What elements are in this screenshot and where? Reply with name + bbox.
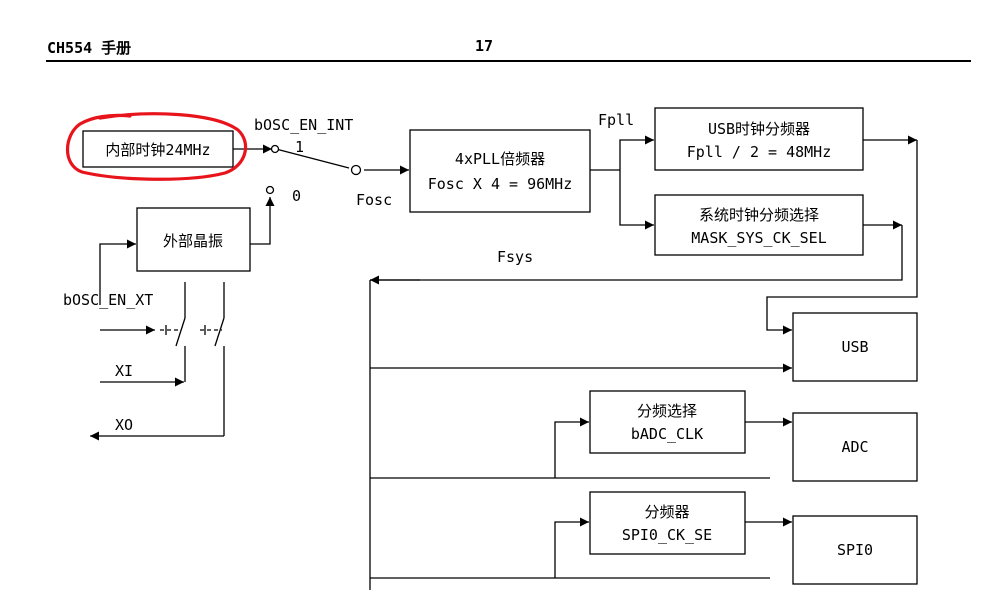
switch-node-0: [265, 185, 275, 195]
internal-clock-label: 内部时钟24MHz: [105, 141, 210, 159]
pll-label-2: Fosc X 4 = 96MHz: [428, 175, 573, 193]
fosc-label: Fosc: [356, 191, 392, 209]
adc-divider-label-2: bADC_CLK: [631, 425, 703, 443]
external-oscillator-label: 外部晶振: [163, 232, 223, 250]
usb-divider-label-2: Fpll / 2 = 48MHz: [687, 143, 832, 161]
spi-divider-label-1: 分频器: [644, 503, 689, 521]
header-title: CH554 手册: [47, 39, 132, 57]
fpll-label: Fpll: [598, 111, 634, 129]
usb-label: USB: [841, 338, 868, 356]
adc-label: ADC: [841, 438, 868, 456]
fsys-label: Fsys: [497, 248, 533, 266]
switch-position-1-label: 1: [295, 138, 304, 156]
xo-label: XO: [115, 416, 133, 434]
switch-node-common: [350, 164, 362, 176]
header-rule: [46, 60, 971, 62]
usb-divider-label-1: USB时钟分频器: [708, 120, 810, 138]
adc-block: [792, 412, 918, 482]
pll-label-1: 4xPLL倍频器: [455, 150, 545, 168]
highlight-circle: [66, 112, 248, 181]
external-oscillator-block: [136, 207, 251, 272]
pll-block: [409, 129, 591, 213]
spi-label: SPI0: [837, 541, 873, 559]
spi-divider-block: [589, 491, 746, 555]
spi-block: [792, 515, 918, 585]
system-divider-label-1: 系统时钟分频选择: [699, 206, 819, 224]
switch-position-0-label: 0: [292, 187, 301, 205]
spi-divider-label-2: SPI0_CK_SE: [622, 526, 712, 544]
bosc-en-xt-label: bOSC_EN_XT: [63, 291, 153, 309]
bosc-en-int-label: bOSC_EN_INT: [254, 116, 353, 134]
switch-node-1: [270, 144, 280, 154]
usb-divider-block: [654, 107, 864, 171]
adc-divider-label-1: 分频选择: [637, 402, 697, 420]
adc-divider-block: [589, 390, 746, 454]
header-page-number: 17: [475, 37, 494, 55]
usb-block: [792, 312, 918, 382]
xi-label: XI: [115, 362, 133, 380]
system-divider-label-2: MASK_SYS_CK_SEL: [691, 229, 826, 247]
